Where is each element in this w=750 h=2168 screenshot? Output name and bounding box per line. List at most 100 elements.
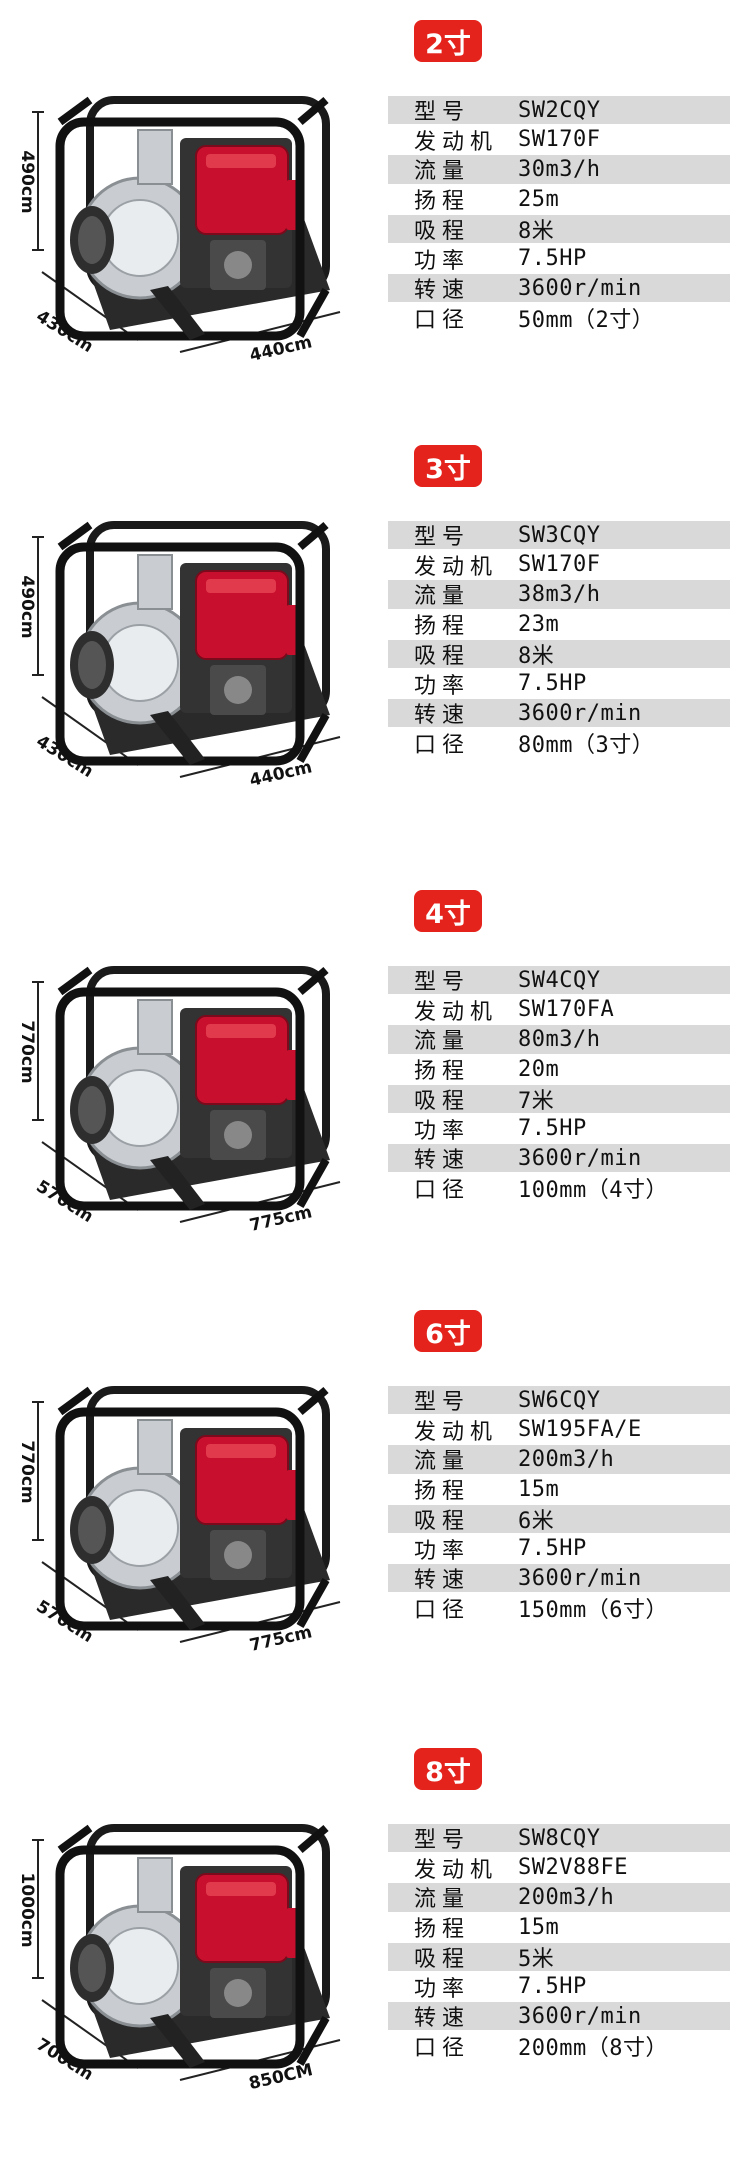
frame-front — [55, 1845, 305, 2069]
inlet-pipe — [137, 129, 173, 185]
spec-label: 功率 — [414, 1976, 471, 2002]
spec-value: SW195FA/E — [518, 1417, 642, 1443]
spec-value: 100mm（4寸） — [518, 1177, 668, 1203]
spec-value: 150mm（6寸） — [518, 1597, 668, 1623]
spec-label: 型号 — [414, 100, 471, 126]
product-section: 8寸 1000cm 700cm 850CM — [0, 1748, 750, 2168]
spec-row: 型号 SW8CQY — [388, 1824, 730, 1854]
spec-label: 口径 — [414, 1597, 471, 1623]
spec-value: SW170F — [518, 552, 601, 578]
spec-label: 功率 — [414, 1538, 471, 1564]
size-badge: 2寸 — [414, 20, 482, 62]
product-section: 2寸 490cm 430cm 440cm — [0, 20, 750, 440]
spec-label: 流量 — [414, 1449, 471, 1475]
spec-value: SW170FA — [518, 997, 615, 1023]
spec-value: 3600r/min — [518, 2003, 642, 2029]
spec-label: 型号 — [414, 1828, 471, 1854]
spec-label: 吸程 — [414, 218, 471, 244]
height-dimension-label: 770cm — [17, 1020, 37, 1083]
inlet-pipe — [137, 1419, 173, 1475]
spec-value: 80m3/h — [518, 1026, 601, 1052]
spec-row: 吸程 6米 — [388, 1504, 730, 1534]
frame-front — [55, 1407, 305, 1631]
size-badge-label: 3寸 — [425, 453, 471, 485]
spec-value: 200m3/h — [518, 1884, 615, 1910]
spec-label: 扬程 — [414, 1479, 471, 1505]
spec-value: 200m3/h — [518, 1446, 615, 1472]
size-badge-label: 6寸 — [425, 1318, 471, 1350]
spec-label: 口径 — [414, 732, 471, 758]
spec-label: 转速 — [414, 278, 471, 304]
spec-value: 6米 — [518, 1508, 555, 1534]
spec-label: 吸程 — [414, 1508, 471, 1534]
spec-label: 型号 — [414, 970, 471, 996]
spec-label: 扬程 — [414, 1059, 471, 1085]
spec-label: 发动机 — [414, 1857, 499, 1883]
spec-value: 50mm（2寸） — [518, 307, 655, 333]
spec-value: 3600r/min — [518, 700, 642, 726]
spec-label: 功率 — [414, 1118, 471, 1144]
spec-value: 7.5HP — [518, 1116, 587, 1142]
spec-label: 流量 — [414, 584, 471, 610]
size-badge: 4寸 — [414, 890, 482, 932]
spec-value: SW6CQY — [518, 1387, 601, 1413]
spec-label: 流量 — [414, 1887, 471, 1913]
spec-value: 7.5HP — [518, 1536, 587, 1562]
spec-label: 口径 — [414, 1177, 471, 1203]
spec-label: 发动机 — [414, 1419, 499, 1445]
height-dimension-label: 1000cm — [17, 1872, 37, 1947]
spec-label: 扬程 — [414, 189, 471, 215]
spec-value: SW170F — [518, 127, 601, 153]
frame-front — [55, 987, 305, 1211]
spec-row: 功率 7.5HP — [388, 1534, 730, 1564]
spec-label: 功率 — [414, 248, 471, 274]
spec-label: 发动机 — [414, 129, 499, 155]
spec-value: 7.5HP — [518, 671, 587, 697]
spec-row: 发动机 SW170F — [388, 126, 730, 155]
spec-value: 3600r/min — [518, 1565, 642, 1591]
spec-label: 发动机 — [414, 554, 499, 580]
spec-label: 吸程 — [414, 643, 471, 669]
spec-label: 扬程 — [414, 1917, 471, 1943]
spec-label: 吸程 — [414, 1088, 471, 1114]
spec-row: 发动机 SW170F — [388, 551, 730, 580]
height-dimension-label: 490cm — [17, 150, 37, 213]
spec-value: SW4CQY — [518, 967, 601, 993]
spec-value: SW8CQY — [518, 1825, 601, 1851]
spec-value: SW3CQY — [518, 522, 601, 548]
product-section: 6寸 770cm 570cm 775cm — [0, 1310, 750, 1730]
water-pump-image: 770cm 570cm 775cm — [17, 966, 341, 1236]
inlet-pipe — [137, 554, 173, 610]
spec-label: 口径 — [414, 2035, 471, 2061]
water-pump-image: 490cm 430cm 440cm — [17, 521, 341, 791]
spec-row: 口径 50mm（2寸） — [388, 304, 730, 333]
spec-label: 口径 — [414, 307, 471, 333]
inlet-pipe — [137, 1857, 173, 1913]
frame-front — [55, 117, 305, 341]
spec-label: 转速 — [414, 1148, 471, 1174]
water-pump-image: 490cm 430cm 440cm — [17, 96, 341, 366]
spec-value: 200mm（8寸） — [518, 2035, 668, 2061]
spec-value: 80mm（3寸） — [518, 732, 655, 758]
